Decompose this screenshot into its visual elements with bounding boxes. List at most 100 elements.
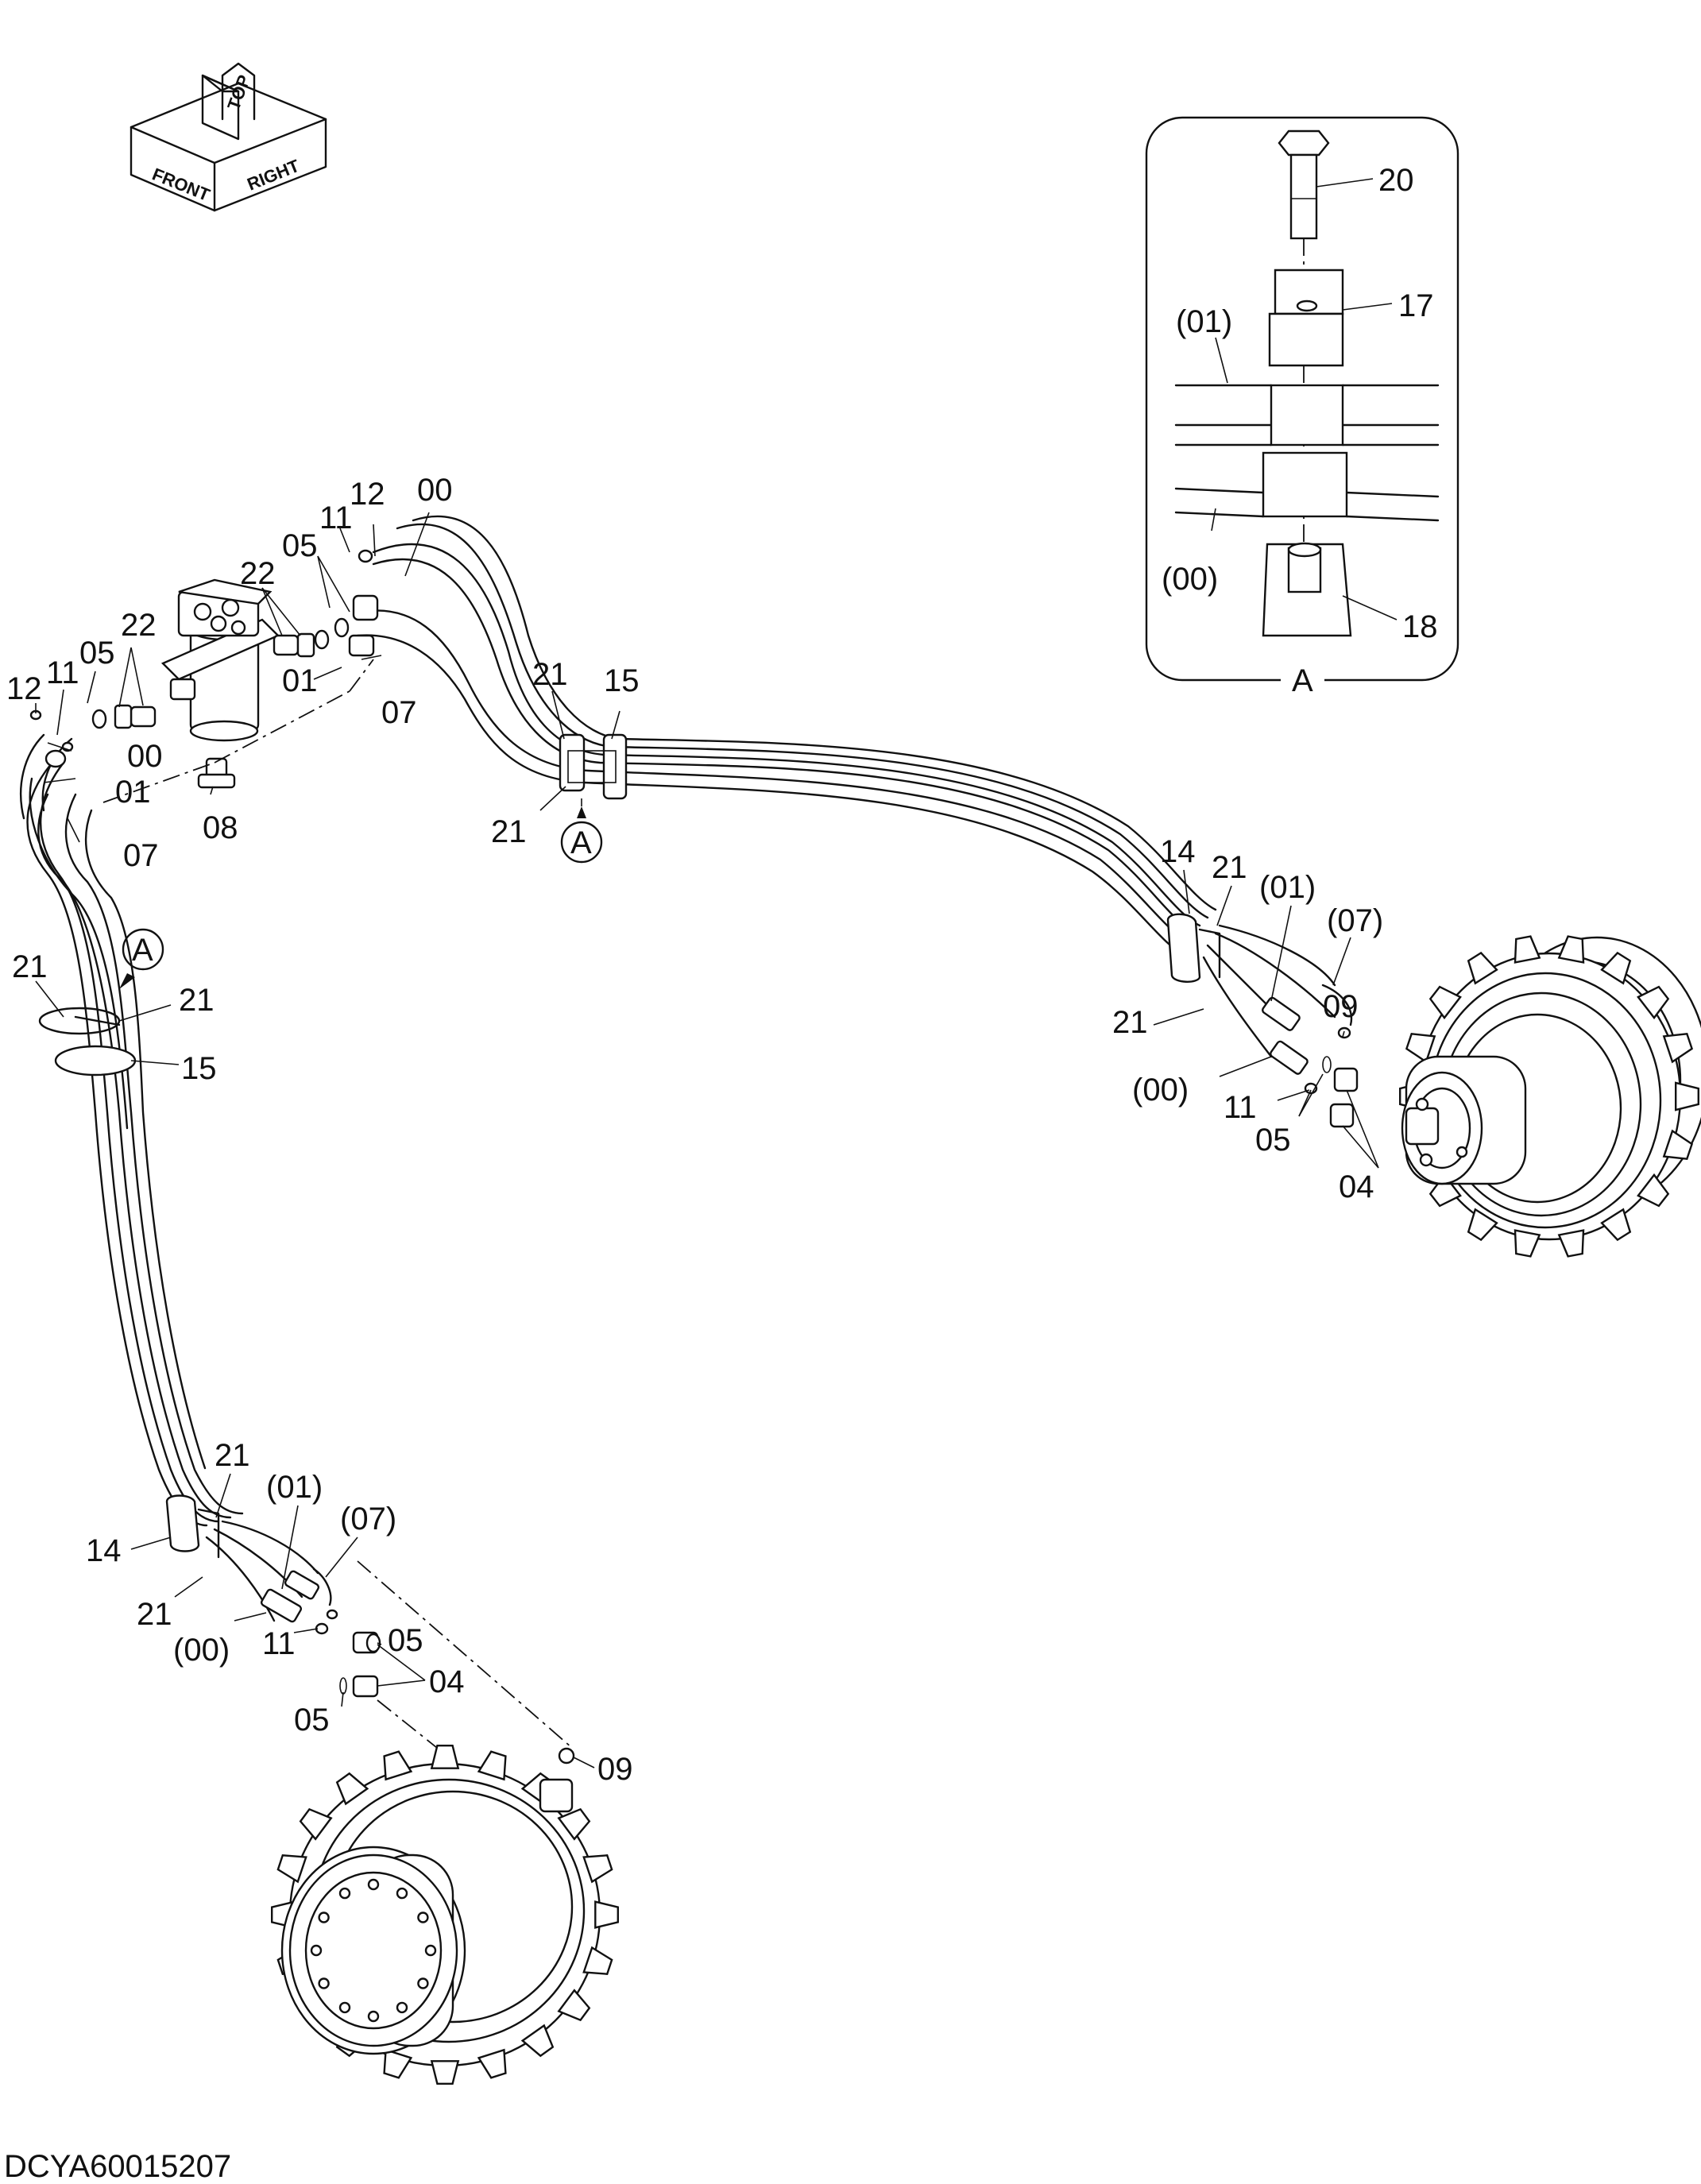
callouts-bottom: 21 (01) (07) 14 21 05 04 (00) 11 05 09 <box>86 1438 633 1787</box>
callout-right-11: 11 <box>1224 1090 1257 1125</box>
callout-swivel-22: 22 <box>240 556 276 591</box>
sprocket-tooth <box>582 1946 613 1975</box>
callouts-right: 14 21 (01) (07) 09 21 (00) 11 05 04 <box>1112 834 1383 1204</box>
detail-label-18: 18 <box>1402 609 1438 644</box>
document-id: DCYA60015207 <box>4 2149 231 2184</box>
sprocket-tooth <box>477 2048 507 2079</box>
callout-left-07: 07 <box>123 838 159 873</box>
sprocket-tooth <box>1467 1208 1498 1242</box>
motor-bolt <box>338 2001 351 2014</box>
callout-bottom-01: (01) <box>266 1470 323 1505</box>
callout-left-01: 01 <box>115 775 151 810</box>
sprocket-tooth <box>1662 1033 1694 1064</box>
sprocket-tooth <box>582 1854 613 1884</box>
sprocket-tooth <box>276 1854 307 1884</box>
sprocket-tooth <box>1600 951 1632 985</box>
callout-mid-21b: 21 <box>491 814 527 849</box>
callouts-left-clamp: 21 21 15 <box>12 949 217 1086</box>
callout-bottom-21b: 21 <box>137 1597 172 1632</box>
callout-bottom-14: 14 <box>86 1533 122 1568</box>
motor-bolt <box>338 1887 351 1900</box>
bolt-head-icon <box>1278 129 1330 157</box>
hose-bundle-main <box>356 515 1217 957</box>
bolt-shank <box>1289 153 1318 240</box>
callout-right-01: (01) <box>1259 870 1316 905</box>
sprocket-tooth <box>1600 1208 1632 1242</box>
callout-left-11: 11 <box>46 655 79 690</box>
sprocket-tooth <box>1428 985 1462 1020</box>
sprocket-tooth <box>1514 1229 1541 1258</box>
callout-left-15: 15 <box>181 1051 217 1086</box>
callout-bottom-09: 09 <box>597 1752 633 1787</box>
hose-upper-section <box>1270 384 1344 446</box>
bottom-track-motor <box>271 1744 619 2085</box>
sprocket-tooth <box>1674 1081 1700 1111</box>
sprocket-tooth <box>1637 1173 1670 1208</box>
sprocket-tooth <box>1467 951 1498 985</box>
clamp-bottom-14 <box>165 1494 220 1559</box>
sprocket-tooth <box>299 1807 333 1841</box>
callout-swivel-01: 01 <box>282 663 318 698</box>
callout-bottom-05a: 05 <box>388 1623 423 1658</box>
motor-bolt <box>367 1878 380 1891</box>
sprocket-tooth <box>477 1750 507 1781</box>
sprocket-tooth <box>335 1772 369 1806</box>
callout-bottom-07: (07) <box>340 1502 396 1537</box>
callout-right-14: 14 <box>1160 834 1196 869</box>
callout-bottom-00: (00) <box>173 1633 230 1668</box>
sprocket-tooth <box>1405 1033 1436 1064</box>
sprocket-tooth <box>430 2060 460 2085</box>
motor-bolt <box>417 1977 429 1989</box>
swivel-joint <box>29 549 379 803</box>
sprocket-tooth <box>1557 1229 1585 1258</box>
detail-label-17: 17 <box>1398 288 1434 323</box>
callout-bottom-21a: 21 <box>215 1438 250 1473</box>
sprocket-tooth <box>520 2024 555 2058</box>
callout-left-22: 22 <box>121 608 157 643</box>
callout-left-21b: 21 <box>179 983 215 1018</box>
callout-swivel-07: 07 <box>381 695 417 730</box>
detail-a-box: 20 17 (01) (00) 18 A <box>1145 116 1459 698</box>
callout-right-00: (00) <box>1132 1073 1189 1107</box>
clamp-right-14 <box>1166 913 1221 983</box>
callout-bottom-04: 04 <box>429 1664 465 1699</box>
callouts-swivel: 12 11 05 22 00 01 07 12 11 05 22 00 01 0… <box>6 473 453 873</box>
callout-left-05: 05 <box>79 636 115 671</box>
detail-title: A <box>1292 663 1313 698</box>
callouts-mid: 21 15 21 <box>491 657 640 849</box>
motor-bolt <box>318 1911 330 1923</box>
detail-label-20: 20 <box>1378 163 1414 198</box>
sprocket-tooth <box>557 1807 591 1841</box>
motor-bolt <box>396 1887 408 1900</box>
sprocket-tooth <box>430 1744 460 1769</box>
swivel-fittings <box>29 549 379 789</box>
callout-bottom-11: 11 <box>262 1626 296 1661</box>
view-ref-a-left: A <box>119 928 164 989</box>
motor-bolt <box>310 1944 323 1957</box>
callout-right-21b: 21 <box>1112 1005 1148 1040</box>
callout-right-21a: 21 <box>1212 850 1247 885</box>
callout-swivel-05: 05 <box>282 528 318 563</box>
motor-bolt <box>417 1911 429 1923</box>
hose-lower-section <box>1262 451 1348 518</box>
sprocket-tooth <box>383 2048 413 2079</box>
orientation-front-label: FRONT <box>149 164 213 205</box>
sprocket-tooth <box>557 1989 591 2022</box>
sprocket-tooth <box>1662 1129 1694 1160</box>
callout-right-07: (07) <box>1327 903 1383 938</box>
sprocket-tooth <box>1637 985 1670 1020</box>
sprocket-tooth <box>1557 935 1585 964</box>
motor-bolt <box>396 2001 408 2014</box>
detail-label-hose-01: (01) <box>1176 304 1232 339</box>
sprocket-tooth <box>1514 935 1541 964</box>
callout-left-12: 12 <box>6 671 42 706</box>
orientation-indicator: FRONT TOP RIGHT <box>130 62 327 212</box>
callout-mid-15: 15 <box>604 663 640 698</box>
bottom-motor-hoses <box>205 1520 575 1780</box>
callout-swivel-00: 00 <box>417 473 453 508</box>
callout-right-05: 05 <box>1255 1123 1291 1158</box>
right-motor-hoses <box>1202 924 1359 1128</box>
callout-left-21a: 21 <box>12 949 48 984</box>
motor-bolt <box>424 1944 437 1957</box>
